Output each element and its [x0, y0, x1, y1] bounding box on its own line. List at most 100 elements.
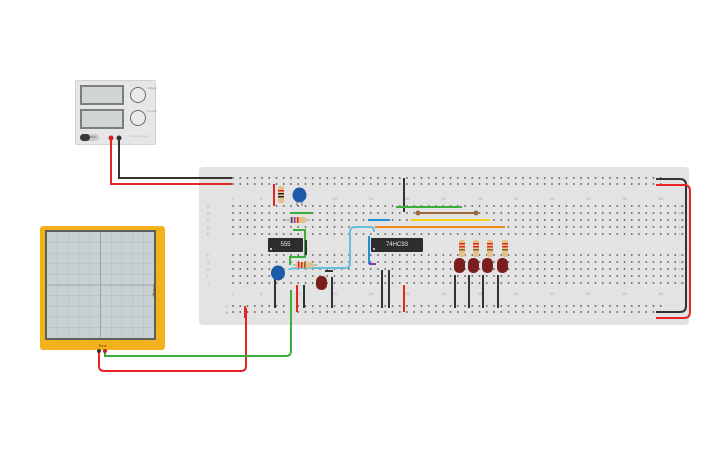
terminal-hole[interactable]: [587, 275, 590, 277]
terminal-hole[interactable]: [500, 254, 503, 256]
terminal-hole[interactable]: [536, 282, 539, 284]
rail-hole[interactable]: [652, 311, 655, 313]
terminal-hole[interactable]: [427, 268, 430, 270]
rail-hole[interactable]: [601, 305, 604, 307]
terminal-hole[interactable]: [449, 226, 452, 228]
terminal-hole[interactable]: [471, 268, 474, 270]
terminal-hole[interactable]: [638, 268, 640, 270]
terminal-hole[interactable]: [609, 254, 611, 256]
rail-hole[interactable]: [261, 305, 263, 307]
rail-hole[interactable]: [580, 311, 582, 313]
terminal-hole[interactable]: [478, 219, 481, 221]
terminal-hole[interactable]: [667, 254, 669, 256]
terminal-hole[interactable]: [645, 233, 648, 235]
terminal-hole[interactable]: [442, 282, 445, 284]
terminal-hole[interactable]: [304, 212, 307, 214]
terminal-hole[interactable]: [514, 233, 517, 235]
terminal-hole[interactable]: [674, 282, 677, 284]
terminal-hole[interactable]: [645, 226, 648, 228]
terminal-hole[interactable]: [464, 205, 466, 207]
terminal-hole[interactable]: [391, 212, 394, 214]
terminal-hole[interactable]: [616, 205, 619, 207]
terminal-hole[interactable]: [398, 282, 401, 284]
terminal-hole[interactable]: [609, 275, 611, 277]
terminal-hole[interactable]: [478, 226, 481, 228]
rail-hole[interactable]: [493, 305, 495, 307]
terminal-hole[interactable]: [406, 282, 408, 284]
rail-hole[interactable]: [514, 177, 517, 179]
terminal-hole[interactable]: [297, 261, 300, 263]
terminal-hole[interactable]: [659, 226, 662, 228]
terminal-hole[interactable]: [355, 233, 358, 235]
terminal-hole[interactable]: [311, 261, 314, 263]
terminal-hole[interactable]: [681, 275, 684, 277]
rail-hole[interactable]: [239, 177, 242, 179]
terminal-hole[interactable]: [623, 275, 626, 277]
rail-hole[interactable]: [435, 311, 437, 313]
terminal-hole[interactable]: [449, 219, 452, 221]
terminal-hole[interactable]: [268, 282, 271, 284]
terminal-hole[interactable]: [485, 261, 488, 263]
terminal-hole[interactable]: [645, 219, 648, 221]
terminal-hole[interactable]: [435, 268, 437, 270]
rail-hole[interactable]: [623, 177, 626, 179]
terminal-hole[interactable]: [261, 226, 263, 228]
terminal-hole[interactable]: [580, 212, 582, 214]
terminal-hole[interactable]: [551, 219, 553, 221]
terminal-hole[interactable]: [514, 219, 517, 221]
terminal-hole[interactable]: [449, 268, 452, 270]
terminal-hole[interactable]: [348, 261, 350, 263]
terminal-hole[interactable]: [406, 268, 408, 270]
rail-hole[interactable]: [659, 183, 662, 185]
rail-hole[interactable]: [522, 305, 524, 307]
terminal-hole[interactable]: [384, 233, 387, 235]
terminal-hole[interactable]: [601, 254, 604, 256]
terminal-hole[interactable]: [514, 268, 517, 270]
terminal-hole[interactable]: [638, 233, 640, 235]
terminal-hole[interactable]: [667, 233, 669, 235]
terminal-hole[interactable]: [638, 219, 640, 221]
rail-hole[interactable]: [290, 177, 292, 179]
terminal-hole[interactable]: [319, 205, 321, 207]
terminal-hole[interactable]: [522, 261, 524, 263]
rail-hole[interactable]: [645, 311, 648, 313]
terminal-hole[interactable]: [681, 205, 684, 207]
terminal-hole[interactable]: [464, 268, 466, 270]
terminal-hole[interactable]: [652, 212, 655, 214]
terminal-hole[interactable]: [674, 205, 677, 207]
terminal-hole[interactable]: [638, 205, 640, 207]
terminal-hole[interactable]: [391, 233, 394, 235]
terminal-hole[interactable]: [333, 205, 336, 207]
terminal-hole[interactable]: [348, 268, 350, 270]
rail-hole[interactable]: [609, 183, 611, 185]
terminal-hole[interactable]: [420, 282, 423, 284]
terminal-hole[interactable]: [630, 205, 633, 207]
terminal-hole[interactable]: [616, 212, 619, 214]
terminal-hole[interactable]: [239, 233, 242, 235]
terminal-hole[interactable]: [326, 282, 329, 284]
terminal-hole[interactable]: [609, 226, 611, 228]
terminal-hole[interactable]: [522, 275, 524, 277]
terminal-hole[interactable]: [659, 233, 662, 235]
terminal-hole[interactable]: [311, 282, 314, 284]
rail-hole[interactable]: [449, 311, 452, 313]
terminal-hole[interactable]: [514, 261, 517, 263]
terminal-hole[interactable]: [507, 254, 510, 256]
terminal-hole[interactable]: [543, 261, 546, 263]
terminal-hole[interactable]: [543, 205, 546, 207]
terminal-hole[interactable]: [239, 219, 242, 221]
rail-hole[interactable]: [384, 311, 387, 313]
terminal-hole[interactable]: [398, 261, 401, 263]
rail-hole[interactable]: [645, 305, 648, 307]
rail-hole[interactable]: [558, 177, 561, 179]
rail-hole[interactable]: [355, 177, 358, 179]
rail-hole[interactable]: [464, 305, 466, 307]
terminal-hole[interactable]: [471, 226, 474, 228]
terminal-hole[interactable]: [398, 233, 401, 235]
terminal-hole[interactable]: [333, 268, 336, 270]
rail-hole[interactable]: [340, 177, 343, 179]
terminal-hole[interactable]: [616, 226, 619, 228]
rail-hole[interactable]: [297, 183, 300, 185]
terminal-hole[interactable]: [609, 282, 611, 284]
terminal-hole[interactable]: [398, 212, 401, 214]
